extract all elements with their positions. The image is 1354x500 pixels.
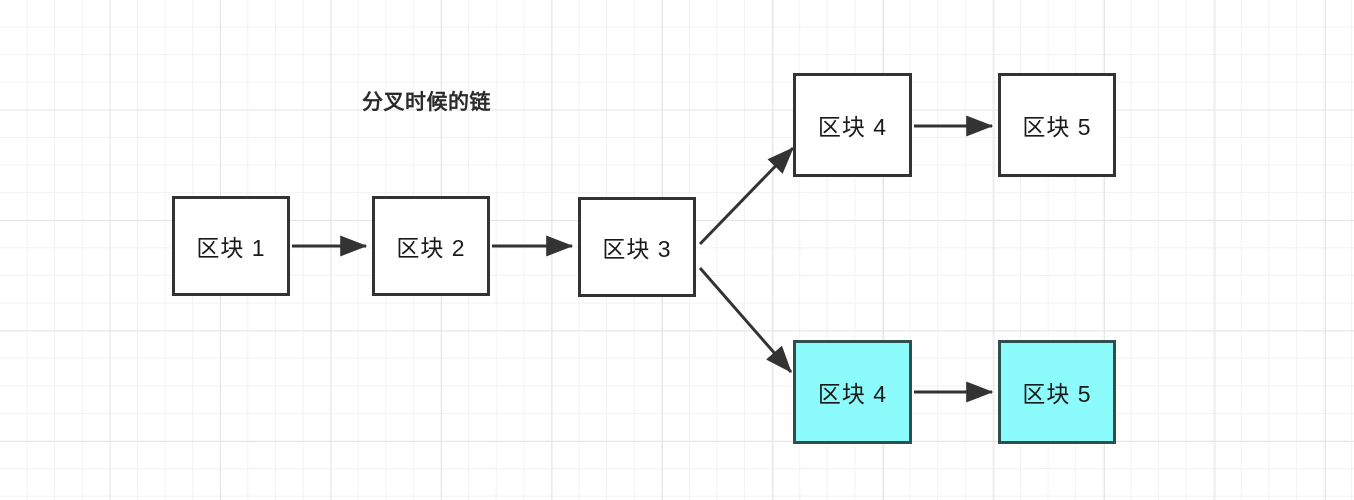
arrow-edge-3-4top [698,146,795,246]
node-label: 区块 2 [396,235,466,261]
node-block4-top[interactable]: 区块 4 [793,73,912,177]
node-block5-top[interactable]: 区块 5 [998,73,1116,177]
node-label: 区块 3 [602,236,672,262]
node-block5-bottom[interactable]: 区块 5 [998,340,1116,444]
node-block2[interactable]: 区块 2 [372,196,490,296]
diagram-title: 分叉时候的链 [362,91,491,114]
node-label: 区块 4 [817,381,888,407]
node-block4-bottom[interactable]: 区块 4 [793,340,912,444]
node-block3[interactable]: 区块 3 [578,197,696,297]
node-block1[interactable]: 区块 1 [172,196,290,296]
node-label: 区块 4 [817,114,888,140]
arrow-edge-3-4bottom [698,267,793,373]
node-label: 区块 5 [1022,114,1092,140]
node-label: 区块 5 [1022,381,1092,407]
node-label: 区块 1 [196,235,266,261]
